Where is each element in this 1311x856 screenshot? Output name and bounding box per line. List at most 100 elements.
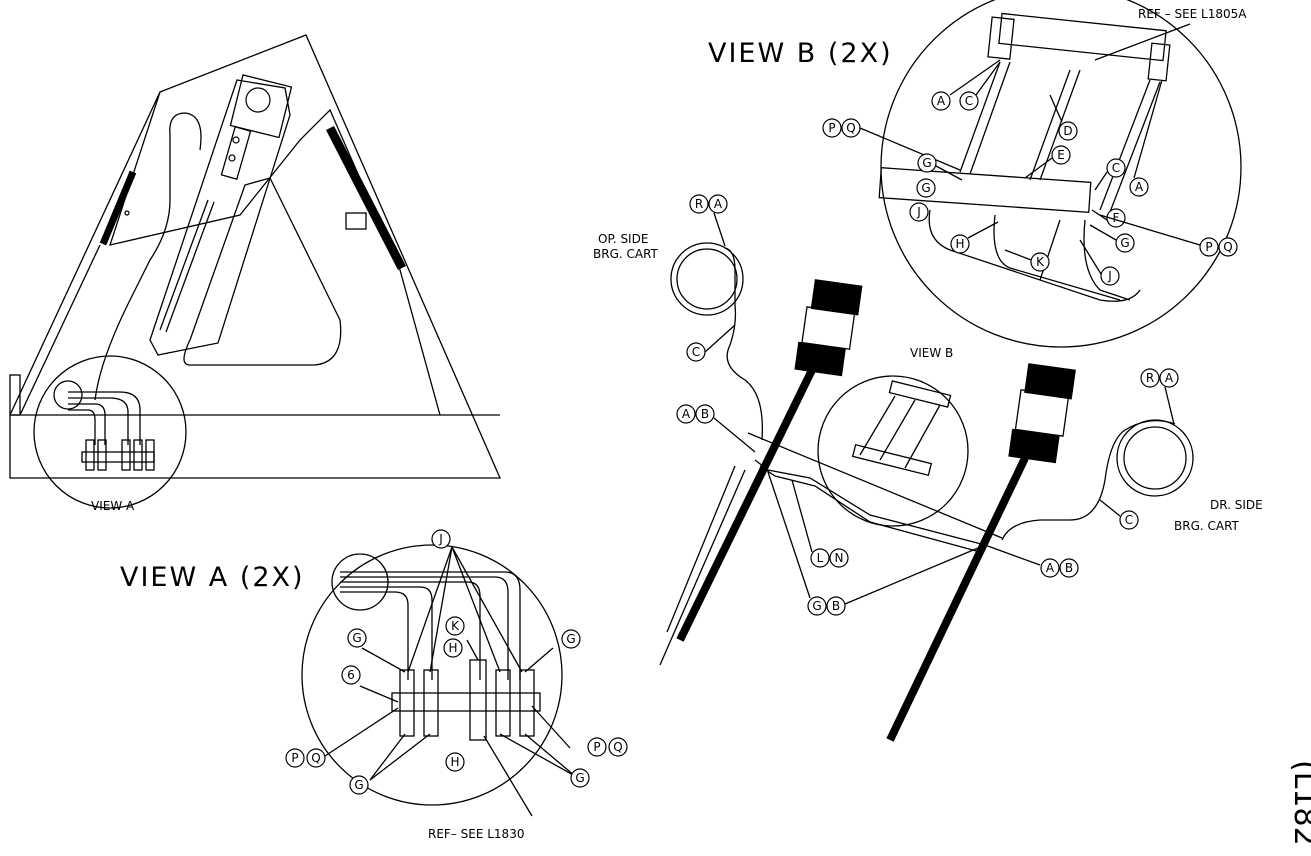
svg-text:A: A [1046, 561, 1055, 575]
dr-side-label: DR. SIDE [1210, 498, 1263, 512]
svg-text:A: A [937, 94, 946, 108]
callout-g-roll: G [807, 596, 827, 616]
callout-e-vb: E [1051, 145, 1071, 165]
callout-p-vb-right: P [1199, 237, 1219, 257]
svg-text:P: P [828, 121, 835, 135]
dr-side-cart-label: BRG. CART [1174, 519, 1240, 533]
callout-f-vb: F [1106, 208, 1126, 228]
svg-text:H: H [955, 237, 964, 251]
svg-text:B: B [701, 407, 709, 421]
svg-text:G: G [922, 156, 931, 170]
view-b-2x-circle [880, 0, 1242, 348]
callout-p-vb-left: P [822, 118, 842, 138]
svg-text:R: R [695, 197, 703, 211]
callout-c-vb-right: C [1106, 158, 1126, 178]
svg-text:K: K [451, 619, 460, 633]
svg-text:G: G [1120, 236, 1129, 250]
callout-d-vb: D [1058, 121, 1078, 141]
callout-l: L [810, 548, 830, 568]
svg-text:A: A [1135, 180, 1144, 194]
svg-text:P: P [1205, 240, 1212, 254]
view-a-label: VIEW A [91, 499, 135, 513]
svg-text:J: J [438, 532, 443, 546]
callout-h-vb: H [950, 234, 970, 254]
svg-text:Q: Q [1223, 240, 1232, 254]
svg-text:K: K [1036, 255, 1045, 269]
svg-text:G: G [352, 631, 361, 645]
callout-c-dr: C [1119, 510, 1139, 530]
callout-a-dr: A [1159, 368, 1179, 388]
svg-text:A: A [682, 407, 691, 421]
callout-r-dr: R [1140, 368, 1160, 388]
svg-text:J: J [1107, 269, 1112, 283]
view-b-circle [817, 375, 969, 527]
callout-k-vb: K [1030, 252, 1050, 272]
svg-text:H: H [448, 641, 457, 655]
svg-text:Q: Q [311, 751, 320, 765]
svg-text:C: C [965, 94, 973, 108]
main-frame-assembly: VIEW A [9, 34, 501, 513]
svg-text:R: R [1146, 371, 1154, 385]
callout-a-vb-top: A [931, 91, 951, 111]
svg-text:L: L [817, 551, 824, 565]
callout-c-vb-top: C [959, 91, 979, 111]
svg-text:G: G [566, 632, 575, 646]
callout-c-op: C [686, 342, 706, 362]
svg-text:H: H [450, 755, 459, 769]
svg-text:6: 6 [347, 668, 355, 682]
callout-q-vb-left: Q [841, 118, 861, 138]
svg-text:N: N [835, 551, 844, 565]
callout-g-vb-right: G [1115, 233, 1135, 253]
drawing-number: (L182 [1287, 760, 1311, 846]
callout-j-vb-left: J [909, 202, 929, 222]
callout-q-view-a-left: Q [306, 748, 326, 768]
svg-text:C: C [692, 345, 700, 359]
callout-g-view-a-bottom-right: G [570, 768, 590, 788]
callout-r-op: R [689, 194, 709, 214]
view-a-2x-circle [301, 544, 563, 806]
callout-g-view-a-bottom-left: G [349, 775, 369, 795]
svg-text:C: C [1112, 161, 1120, 175]
callout-k-view-a: K [445, 616, 465, 636]
ref-bottom-note: REF– SEE L1830 [428, 827, 524, 841]
view-a-2x-title: VIEW A (2X) [120, 562, 305, 593]
callout-b-right-roll: B [1059, 558, 1079, 578]
callout-b-left-roll: B [695, 404, 715, 424]
view-a-detail-circle [33, 355, 187, 509]
callout-a-left-roll: A [676, 404, 696, 424]
svg-text:Q: Q [613, 740, 622, 754]
callout-a-right-roll: A [1040, 558, 1060, 578]
svg-text:G: G [812, 599, 821, 613]
ref-top-note: REF – SEE L1805A [1138, 7, 1247, 21]
svg-text:A: A [1165, 371, 1174, 385]
callout-g-vb-left: G [917, 153, 937, 173]
svg-text:D: D [1063, 124, 1072, 138]
svg-text:B: B [1065, 561, 1073, 575]
op-side-cart-label: BRG. CART [593, 247, 659, 261]
svg-text:E: E [1057, 148, 1065, 162]
view-b-label: VIEW B [910, 346, 953, 360]
callout-p-view-a-right: P [587, 737, 607, 757]
svg-text:Q: Q [846, 121, 855, 135]
callout-6-view-a: 6 [341, 665, 361, 685]
callout-p-view-a-left: P [285, 748, 305, 768]
callout-h-view-a-bottom: H [445, 752, 465, 772]
op-side-label: OP. SIDE [598, 232, 648, 246]
callout-h-view-a-top: H [443, 638, 463, 658]
callout-j-view-a: J [431, 529, 451, 549]
callout-j-vb-right: J [1100, 266, 1120, 286]
callout-b-roll: B [826, 596, 846, 616]
callout-g-view-a-left: G [347, 628, 367, 648]
view-b-2x-title: VIEW B (2X) [708, 38, 893, 69]
svg-text:G: G [575, 771, 584, 785]
dr-side-bearing-cart [1116, 419, 1194, 497]
svg-text:P: P [291, 751, 298, 765]
svg-text:J: J [916, 205, 921, 219]
callout-a-vb-right: A [1129, 177, 1149, 197]
op-side-bearing-cart [670, 242, 744, 316]
roll-assembly: OP. SIDE BRG. CART R A C VIEW B [593, 194, 1263, 742]
callout-g-view-a-right: G [561, 629, 581, 649]
callout-n: N [829, 548, 849, 568]
callout-g-vb-left-2: G [916, 178, 936, 198]
